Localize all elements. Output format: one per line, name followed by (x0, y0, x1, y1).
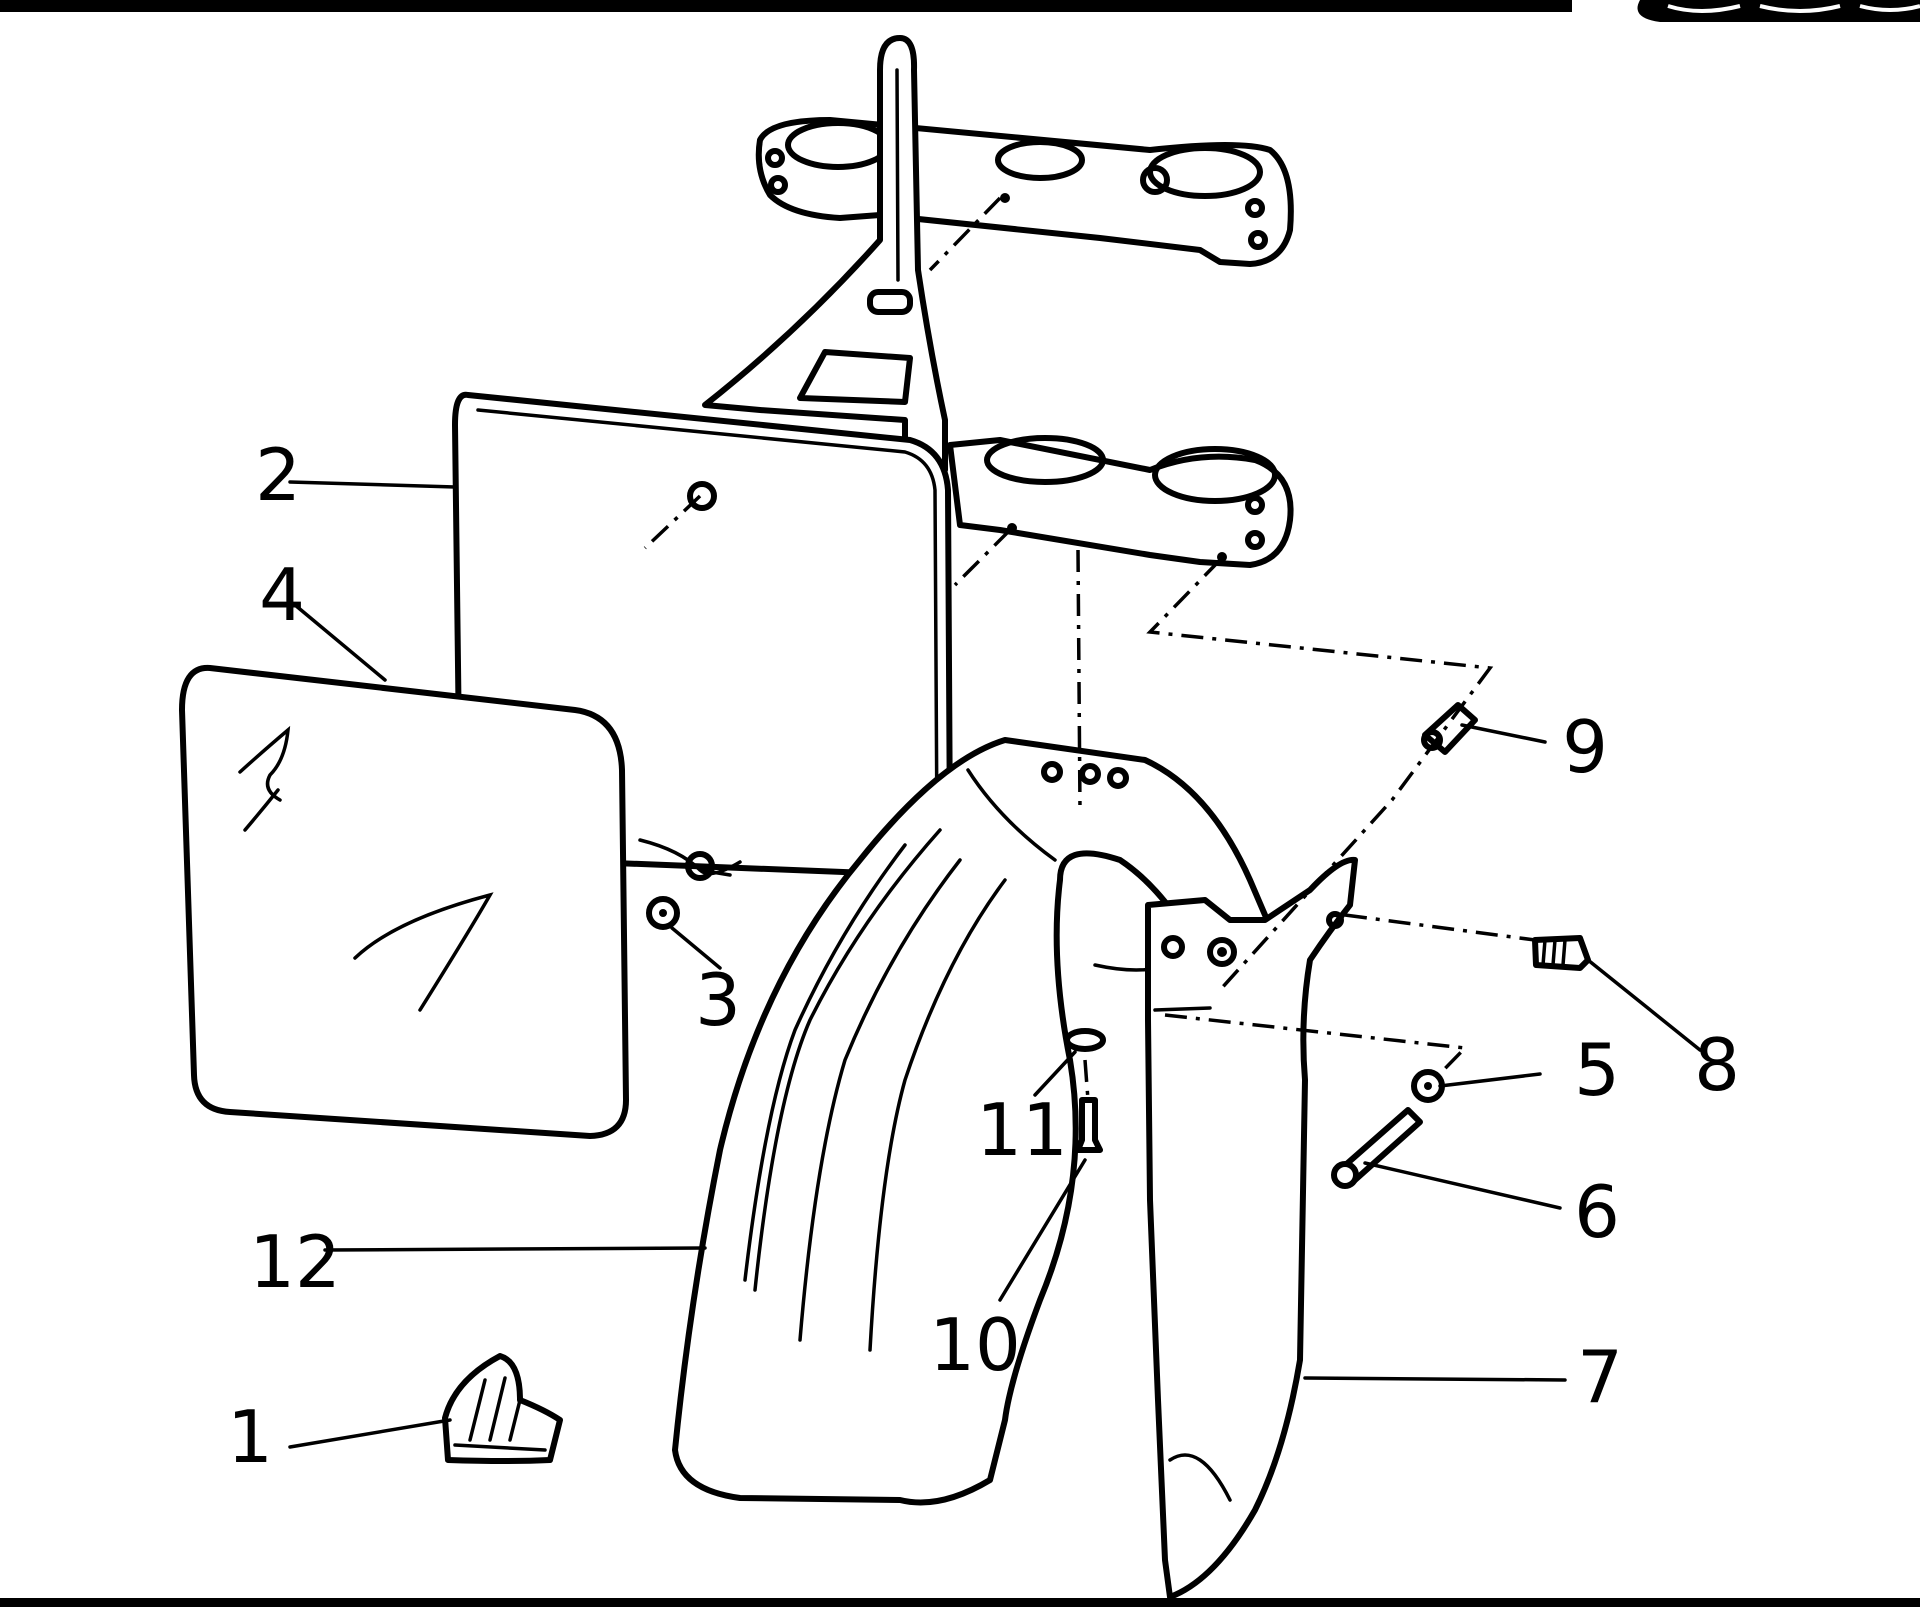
bottom-rule (0, 1598, 1920, 1607)
corner-logo-fragment (1637, 0, 1920, 22)
bolt-6 (1331, 1107, 1423, 1189)
label-part-3: 3 (695, 958, 741, 1042)
assembly-lines (643, 196, 1536, 1101)
label-part-9: 9 (1562, 705, 1608, 789)
lower-triple-clamp (947, 435, 1294, 568)
top-rule (0, 0, 1572, 12)
washer-11 (1064, 1028, 1106, 1052)
label-part-6: 6 (1574, 1170, 1620, 1254)
number-plate-panel (179, 664, 629, 1139)
fender-brace (1145, 856, 1358, 1600)
upper-triple-clamp (755, 117, 1294, 267)
label-part-4: 4 (259, 553, 305, 637)
decal-1 (442, 1353, 563, 1464)
label-part-2: 2 (255, 433, 301, 517)
label-part-7: 7 (1577, 1335, 1623, 1419)
label-part-12: 12 (249, 1220, 341, 1304)
screw-3 (646, 896, 680, 930)
label-part-11: 11 (976, 1088, 1068, 1172)
label-part-8: 8 (1694, 1023, 1740, 1107)
bolt-8 (1532, 935, 1591, 971)
screw-10 (1075, 1097, 1103, 1153)
leader-lines (288, 480, 1702, 1449)
label-part-10: 10 (929, 1303, 1021, 1387)
front-fender (672, 737, 1283, 1506)
label-part-5: 5 (1574, 1028, 1620, 1112)
label-part-1: 1 (227, 1395, 273, 1479)
